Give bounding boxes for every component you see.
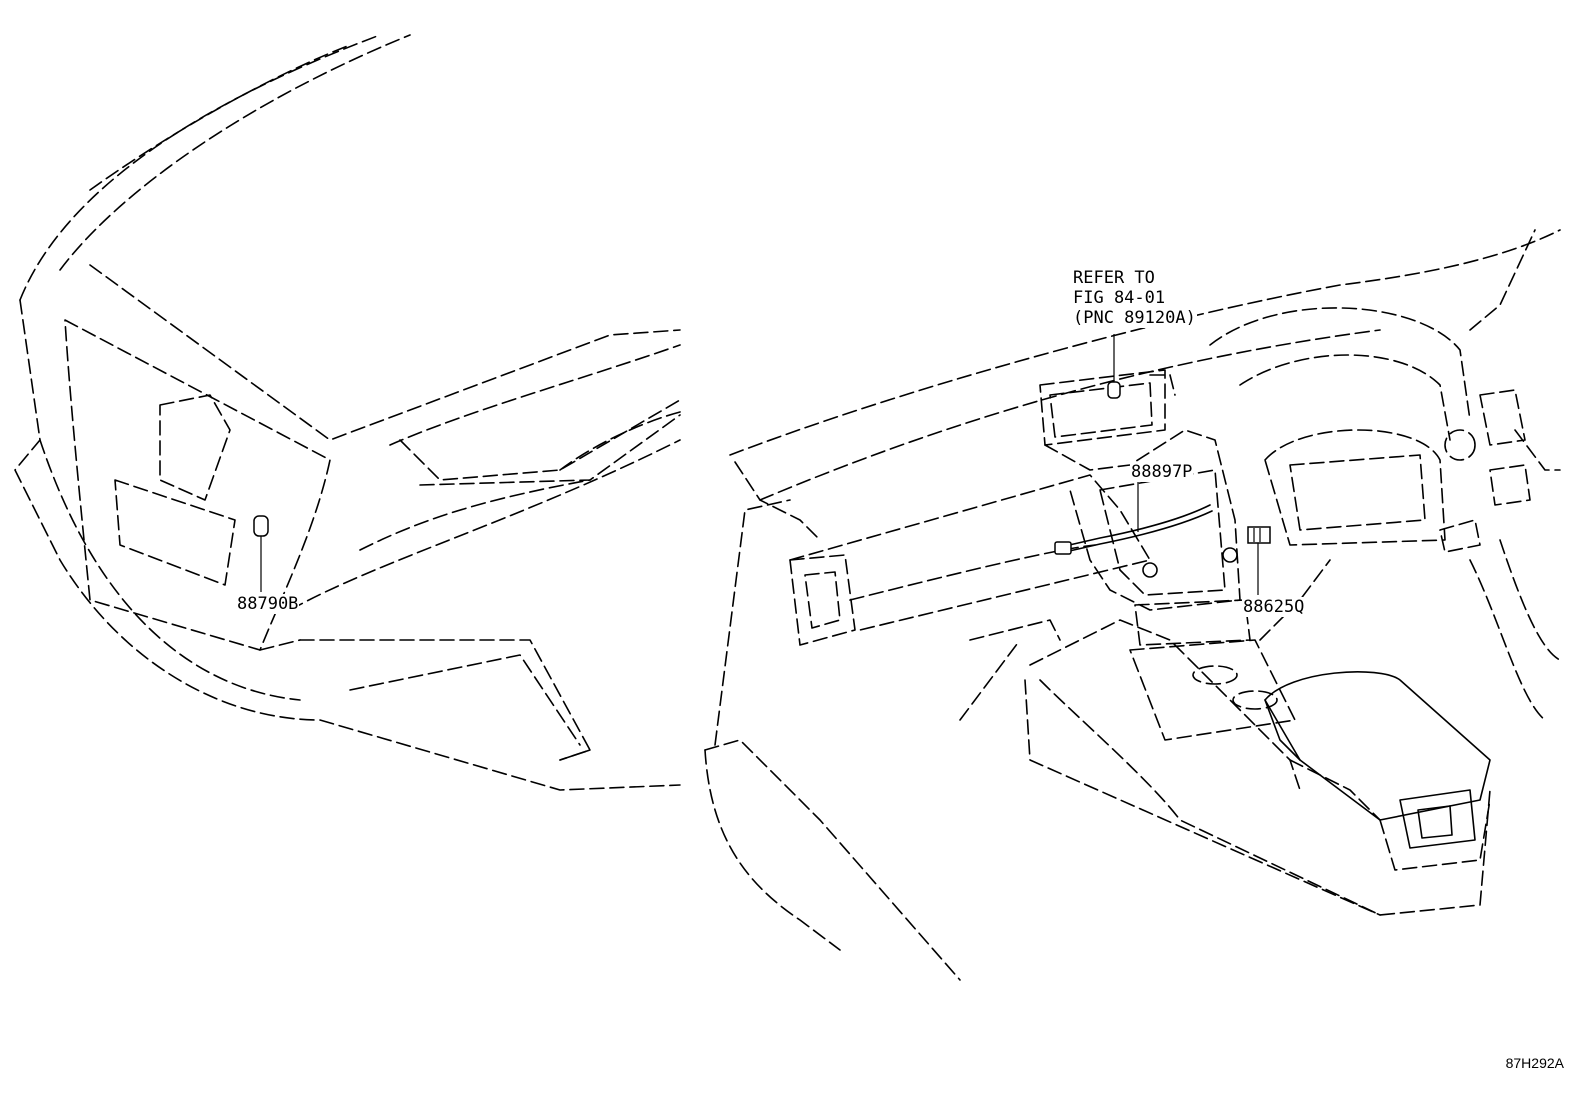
callout-88790B: 88790B: [236, 594, 300, 614]
part-88897P-connector: [1054, 541, 1072, 555]
refer-line-2: FIG 84-01: [1073, 288, 1166, 308]
refer-line-1: REFER TO: [1073, 268, 1155, 288]
vehicle-front-view: [14, 34, 681, 791]
refer-line-3: (PNC 89120A): [1073, 308, 1196, 328]
refer-part-89120A-shape: [1107, 381, 1121, 399]
figure-code: 87H292A: [1505, 1055, 1564, 1071]
instrument-panel-view: [704, 229, 1561, 981]
callout-88897P: 88897P: [1130, 462, 1194, 482]
part-88790B-shape: [253, 515, 269, 537]
refer-to-note: REFER TO FIG 84-01 (PNC 89120A): [1072, 268, 1197, 328]
callout-88625Q: 88625Q: [1242, 597, 1306, 617]
part-88625Q-shape: [1247, 526, 1271, 544]
